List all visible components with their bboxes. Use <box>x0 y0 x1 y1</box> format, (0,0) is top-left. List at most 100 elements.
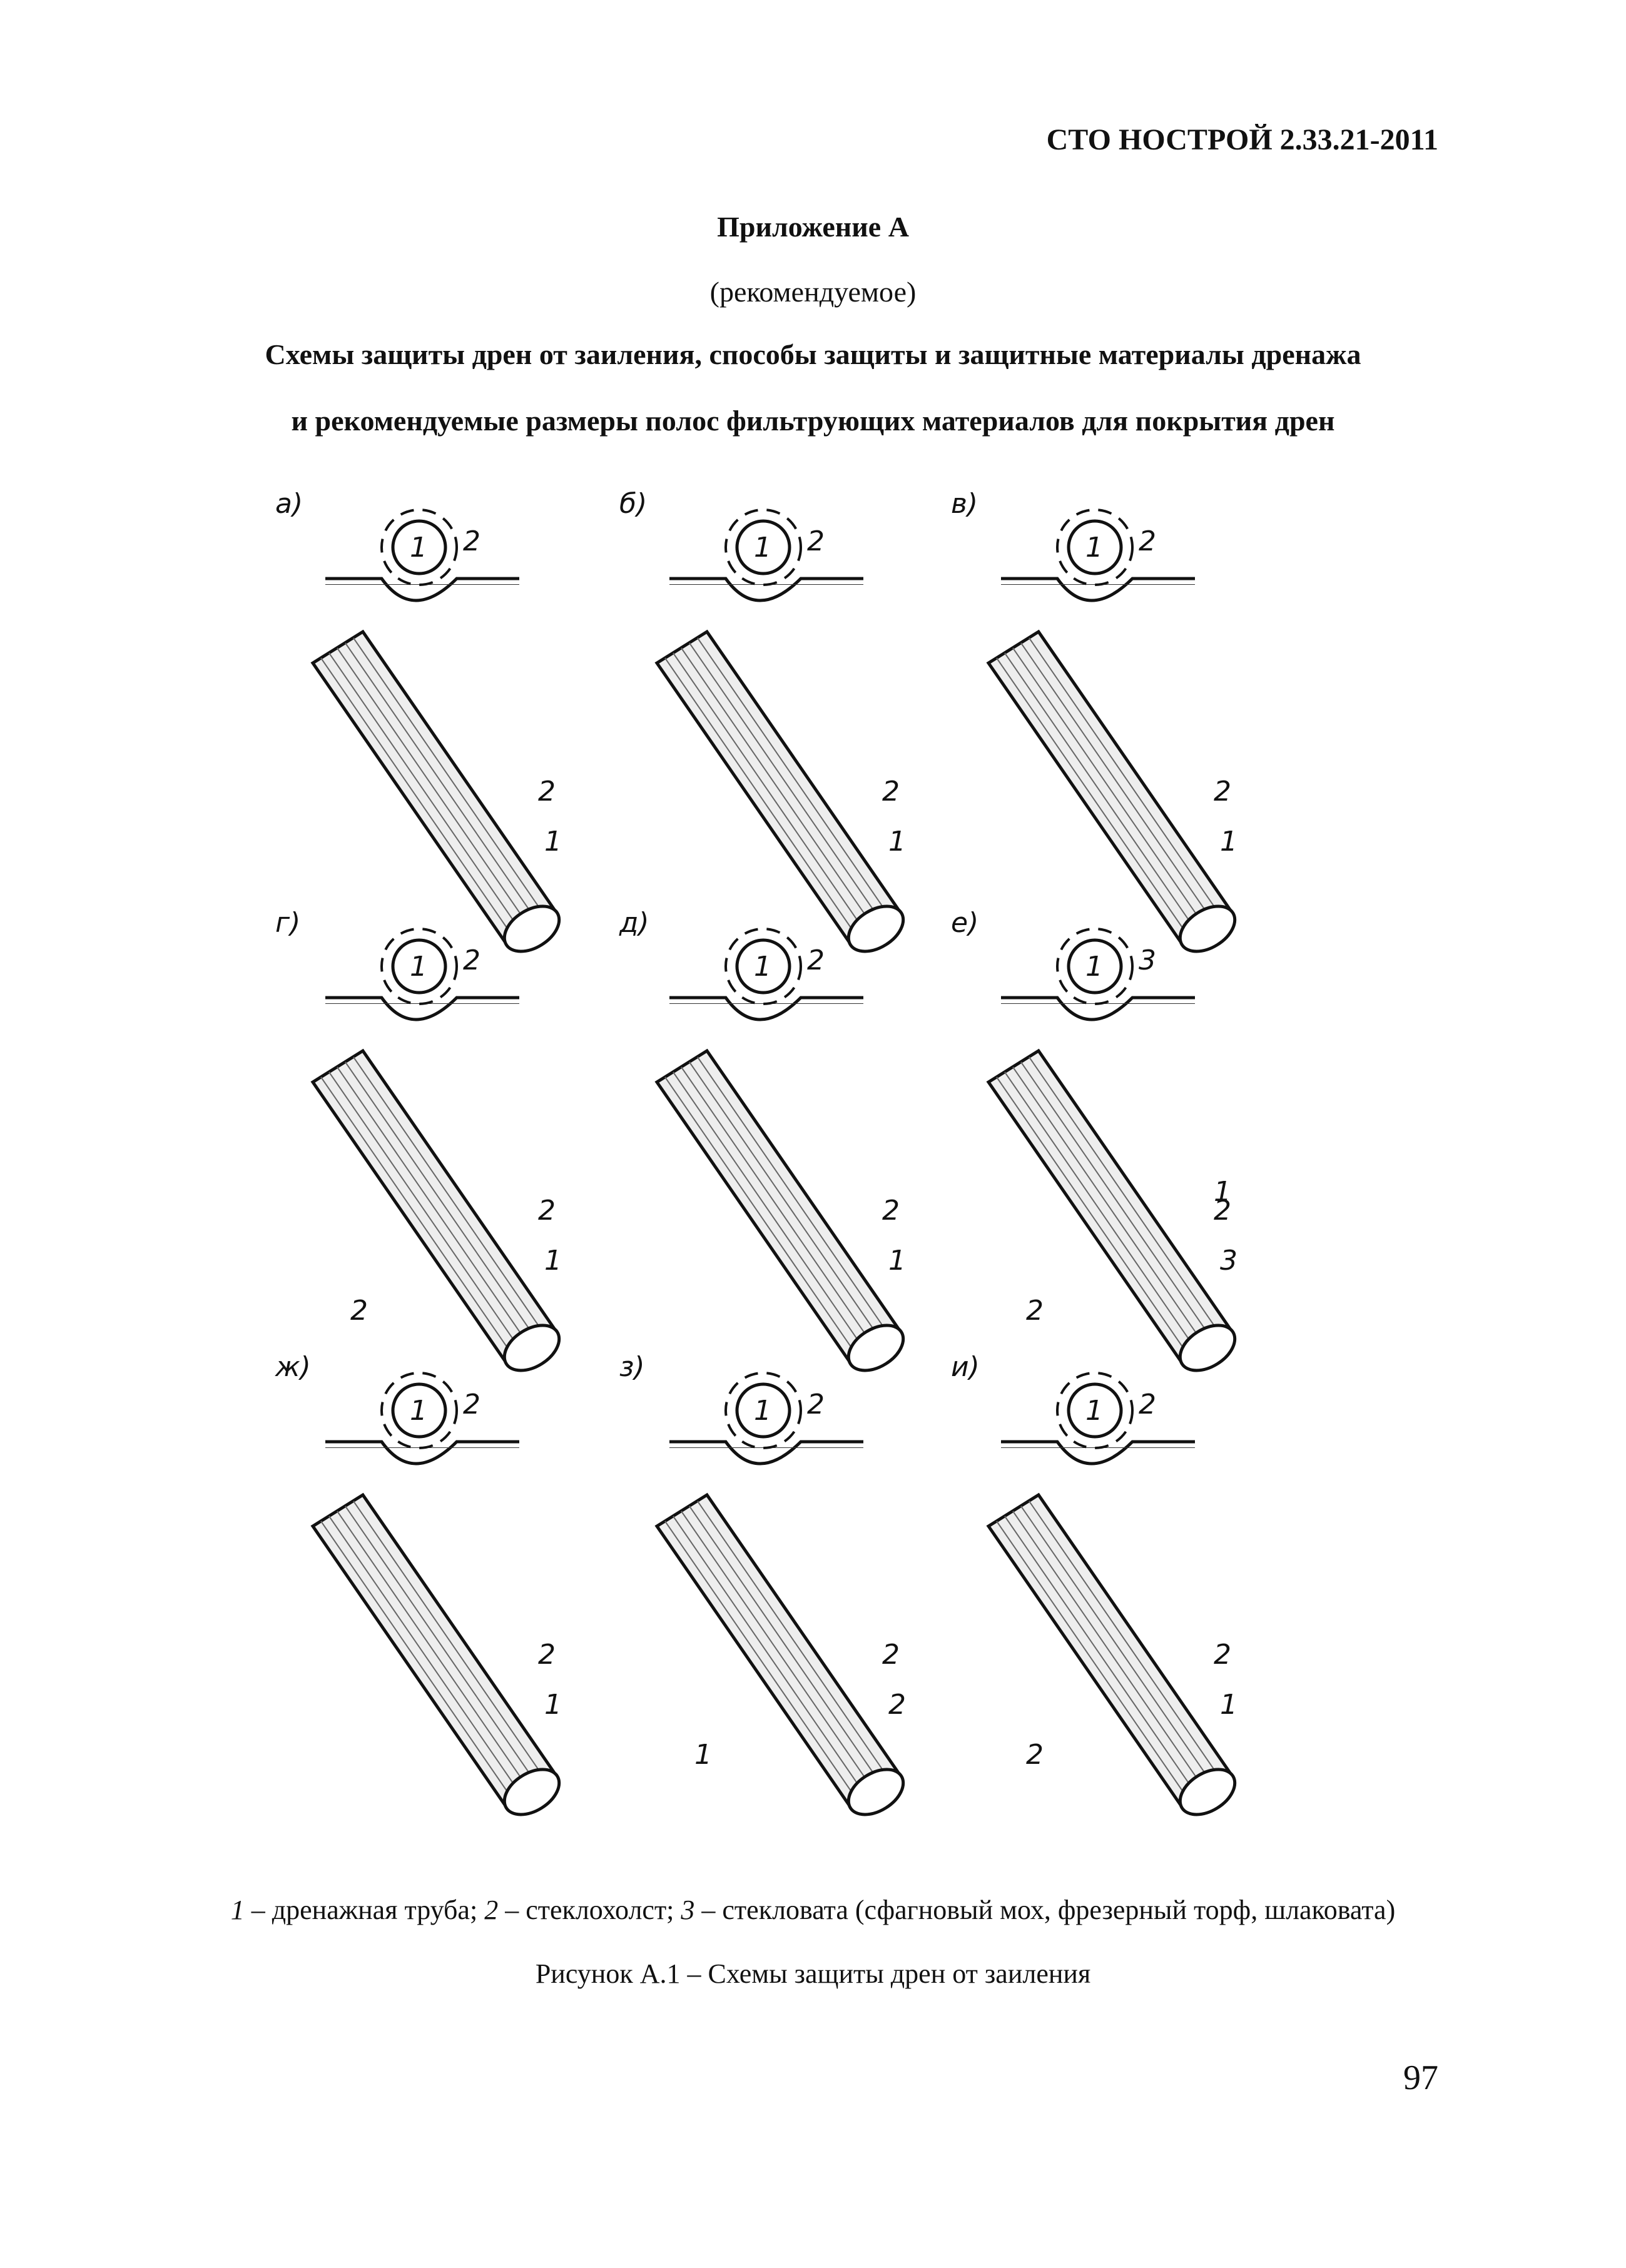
document-code: СТО НОСТРОЙ 2.33.21-2011 <box>1046 123 1438 156</box>
wrap-texture-line <box>1004 1071 1199 1354</box>
pipe-section <box>1067 938 1123 995</box>
pipe-section <box>391 938 447 995</box>
filter-wrap-section <box>1056 928 1134 1005</box>
part-label: 1 <box>544 826 562 858</box>
filter-wrap-section <box>380 509 458 586</box>
part-label: 1 <box>888 1245 906 1277</box>
pipe-end <box>846 1324 905 1372</box>
filter-wrap-section <box>380 928 458 1005</box>
part-label: 2 <box>538 1639 556 1671</box>
part-label: 3 <box>1220 1245 1237 1277</box>
part-label: 1 <box>888 826 906 858</box>
wrap-texture-line <box>320 657 516 940</box>
part-label: 2 <box>1026 1295 1044 1327</box>
wrap-texture-line <box>1012 1511 1207 1793</box>
pipe-end <box>1178 1324 1237 1372</box>
legend-text-2: – стеклохолст; <box>498 1895 681 1925</box>
part-label: 2 <box>350 1295 368 1327</box>
part-label: 1 <box>754 532 771 564</box>
wrap-texture-line <box>345 1061 540 1344</box>
wrap-texture-line <box>1020 1506 1216 1788</box>
wrap-texture-line <box>689 642 884 925</box>
wrap-texture-line <box>689 1506 884 1788</box>
filter-wrap-section <box>724 1372 802 1449</box>
part-label: 2 <box>538 1195 556 1227</box>
wrap-texture-line <box>1004 1516 1199 1798</box>
panel-letter: а) <box>275 488 303 520</box>
part-label: 2 <box>1026 1739 1044 1771</box>
pipe-end <box>1178 904 1237 953</box>
wrap-texture-line <box>353 1056 548 1339</box>
part-label: 1 <box>1220 1689 1237 1721</box>
wrap-texture-line <box>353 1501 548 1783</box>
wrap-texture-line <box>1012 1066 1207 1349</box>
wrap-texture-line <box>337 1511 532 1793</box>
part-label: 1 <box>544 1689 562 1721</box>
wrap-texture-line <box>345 642 540 925</box>
pipe-end <box>502 1768 561 1816</box>
wrap-texture-line <box>1004 652 1199 935</box>
wrap-texture-line <box>353 637 548 920</box>
filter-wrap-section <box>724 509 802 586</box>
wrap-texture-line <box>681 647 876 930</box>
wrap-texture-line <box>1020 1061 1216 1344</box>
wrap-texture-line <box>320 1076 516 1359</box>
part-label: 2 <box>1139 1389 1156 1420</box>
legend-text-3: – стекловата (сфагновый мох, фрезерный т… <box>694 1895 1396 1925</box>
panel-5: д) 1 2 2 1 <box>619 907 906 1372</box>
wrap-texture-line <box>337 1066 532 1349</box>
filter-wrap-section <box>724 928 802 1005</box>
part-label: 2 <box>807 944 825 976</box>
wrap-texture-line <box>328 1071 524 1354</box>
part-label: 2 <box>882 1195 900 1227</box>
panel-letter: ж) <box>275 1351 311 1383</box>
pipe-section <box>391 519 447 575</box>
wrap-texture-line <box>996 657 1191 940</box>
part-label: 2 <box>882 1639 900 1671</box>
wrap-texture-line <box>673 1071 868 1354</box>
part-label: 2 <box>463 525 480 557</box>
legend-number-2: 2 <box>484 1895 499 1925</box>
part-label: 1 <box>1085 951 1103 983</box>
pipe-end <box>846 1768 905 1816</box>
part-label: 1 <box>1214 1176 1231 1208</box>
part-label: 2 <box>1214 1195 1231 1227</box>
filter-wrap-section <box>1056 1372 1134 1449</box>
wrap-texture-line <box>1012 647 1207 930</box>
wrap-texture-line <box>328 652 524 935</box>
wrap-texture-line <box>320 1521 516 1803</box>
part-label: 1 <box>694 1739 712 1771</box>
wrap-texture-line <box>681 1066 876 1349</box>
wrap-texture-line <box>697 1501 892 1783</box>
part-label: 2 <box>538 776 556 807</box>
legend-number-1: 1 <box>230 1895 245 1925</box>
wrap-texture-line <box>673 1516 868 1798</box>
part-label: 1 <box>754 1395 771 1427</box>
panel-letter: д) <box>619 907 649 939</box>
part-label: 1 <box>754 951 771 983</box>
part-label: 2 <box>882 776 900 807</box>
appendix-heading-line-2: и рекомендуемые размеры полос фильтрующи… <box>291 405 1335 437</box>
legend-number-3: 3 <box>681 1895 695 1925</box>
part-label: 3 <box>1139 944 1156 976</box>
part-label: 1 <box>1085 1395 1103 1427</box>
part-label: 2 <box>888 1689 906 1721</box>
part-label: 2 <box>1214 1639 1231 1671</box>
pipe-section <box>391 1382 447 1439</box>
wrap-texture-line <box>664 1521 860 1803</box>
pipe-end <box>1178 1768 1237 1816</box>
wrap-texture-line <box>328 1516 524 1798</box>
wrap-texture-line <box>996 1521 1191 1803</box>
wrap-texture-line <box>689 1061 884 1344</box>
part-label: 2 <box>807 525 825 557</box>
legend-text-1: – дренажная труба; <box>244 1895 485 1925</box>
